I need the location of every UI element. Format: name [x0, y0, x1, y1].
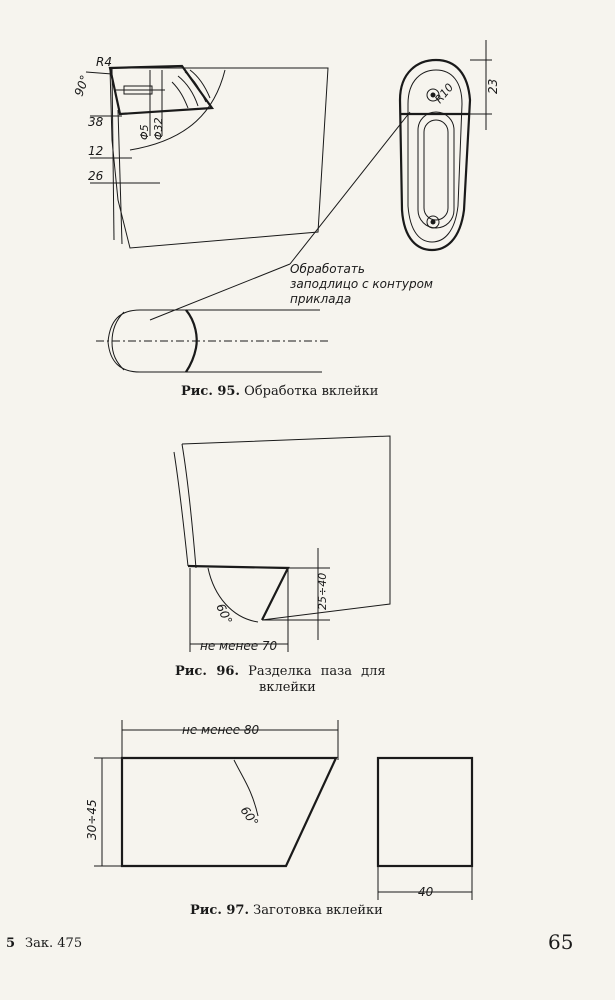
fig96-caption-line2: вклейки — [259, 680, 316, 695]
page-number: 65 — [548, 930, 574, 954]
print-signature: 5 Зак. 475 — [6, 936, 82, 951]
fig97-dim-width: 40 — [418, 885, 434, 899]
fig95-caption-text: Обработка вклейки — [244, 384, 379, 399]
fig97-caption-text: Заготовка вклейки — [253, 903, 383, 918]
fig95-caption: Рис. 95. Обработка вклейки — [181, 384, 378, 399]
fig95-note-line2: заподлицо с контуром — [290, 277, 433, 291]
fig95-dim-r4: R4 — [96, 55, 112, 69]
signature-mark: 5 — [6, 936, 16, 951]
fig96-caption-text: Разделка паза для — [248, 664, 386, 679]
fig95-dim-38: 38 — [88, 115, 104, 129]
fig97-caption: Рис. 97. Заготовка вклейки — [190, 903, 383, 918]
fig95-leader-2 — [149, 263, 291, 321]
fig95-caption-number: Рис. 95. — [181, 384, 241, 399]
fig95-dim-26: 26 — [88, 169, 104, 183]
fig95-dim-23: 23 — [486, 79, 500, 94]
fig95-dim-12: 12 — [88, 144, 103, 158]
fig97-dim-length: не менее 80 — [182, 723, 260, 737]
fig95-side-view: R4 90° 38 12 26 Φ5 Φ32 — [72, 55, 329, 249]
fig96-dim-length: не менее 70 — [200, 639, 278, 653]
fig97-dim-height: 30÷45 — [85, 799, 99, 840]
fig95-note-line3: приклада — [290, 292, 351, 306]
fig95-note-line1: Обработать — [290, 262, 365, 276]
fig96-caption-line1: Рис. 96. Разделка паза для — [175, 664, 386, 679]
fig97-dim-angle: 60° — [238, 804, 262, 829]
order-number: Зак. 475 — [25, 936, 83, 951]
fig96-dim-depth: 25÷40 — [316, 573, 329, 610]
fig95-leader-1 — [289, 111, 411, 265]
fig95-dim-90: 90° — [72, 73, 92, 98]
fig95-top-view — [96, 309, 330, 373]
fig96-caption-text-2: вклейки — [259, 680, 316, 695]
fig96-caption-number: Рис. 96. — [175, 664, 240, 679]
fig95-dim-phi5: Φ5 — [138, 124, 151, 140]
wood-grain-hatch — [171, 69, 211, 109]
fig95-dim-phi32: Φ32 — [152, 117, 165, 140]
fig97-caption-number: Рис. 97. — [190, 903, 250, 918]
